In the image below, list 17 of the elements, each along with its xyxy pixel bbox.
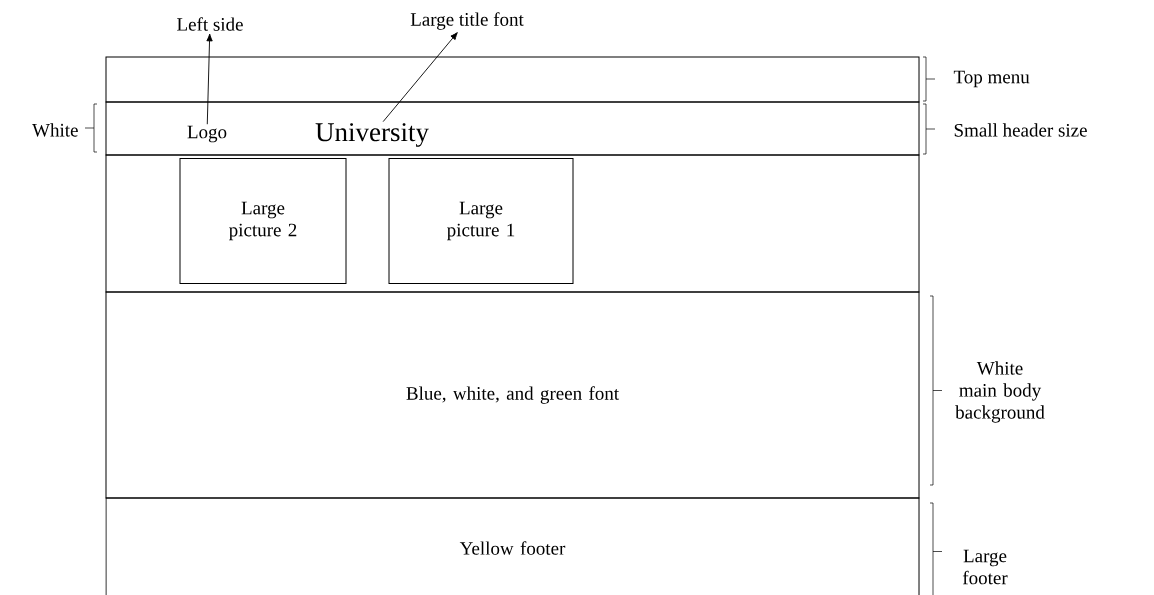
page-section: Blue, white, and green font	[105, 291, 920, 499]
header-text: Logo	[187, 125, 227, 143]
header-text: University	[315, 123, 429, 147]
page-section	[105, 101, 920, 156]
annotation-text: Large title font	[410, 12, 524, 30]
bracket-label: White main body background	[955, 361, 1045, 423]
bracket-label: Large footer	[962, 549, 1008, 585]
picture-box: Large picture 1	[388, 158, 574, 284]
bracket-label: Top menu	[953, 70, 1030, 88]
arrow	[206, 33, 213, 125]
page-section	[105, 154, 920, 293]
annotation-text: Left side	[177, 17, 243, 31]
arrow	[382, 32, 458, 123]
bracket-label: White	[32, 123, 78, 137]
page-section: Yellow footer	[105, 497, 920, 595]
bracket-label: Small header size	[954, 123, 1087, 137]
picture-box: Large picture 2	[179, 158, 347, 284]
